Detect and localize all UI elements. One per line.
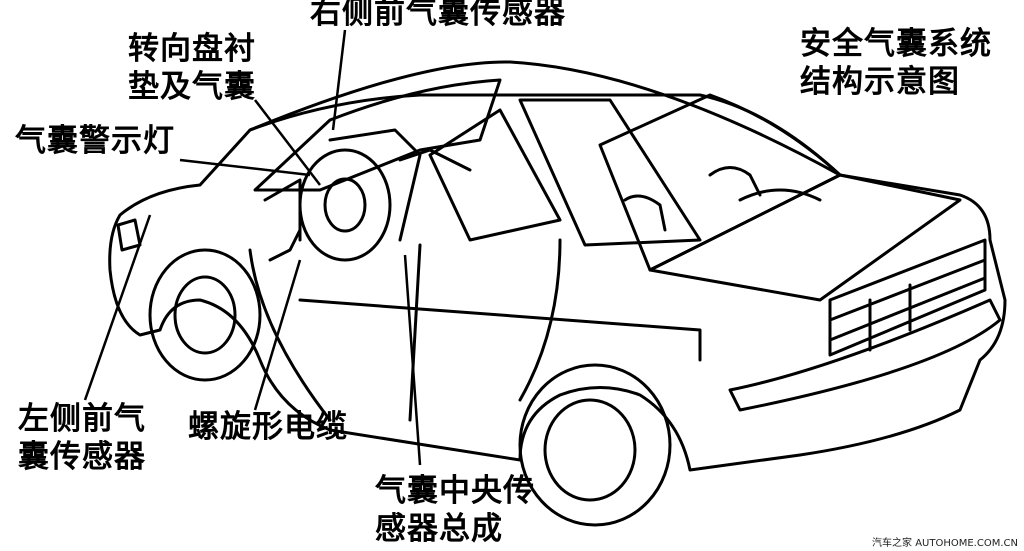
leader-warning-lamp [179, 158, 311, 177]
label-right-front-sensor: 右侧前气囊传感器 [310, 0, 566, 31]
rear-bumper [728, 298, 1002, 412]
leader-spiral-cable [253, 259, 302, 411]
roof-line [248, 93, 842, 177]
trunk-lid [648, 173, 962, 302]
label-steering-pad: 转向盘衬 垫及气囊 [128, 31, 256, 105]
car-body-outline [108, 60, 1007, 472]
front-side-window [428, 108, 562, 242]
leader-left-front-sensor [83, 214, 152, 401]
steering-wheel [298, 148, 392, 262]
label-warning-lamp: 气囊警示灯 [15, 123, 175, 159]
leader-steering-pad [254, 99, 321, 186]
rear-side-window [518, 98, 702, 247]
leader-right-front-sensor [331, 29, 347, 131]
label-center-sensor: 气囊中央传 感器总成 [375, 473, 535, 547]
rear-seat [623, 166, 822, 232]
headlight [116, 218, 142, 252]
title: 安全气囊系统 结构示意图 [800, 26, 992, 100]
watermark: 汽车之家 AUTOHOME.COM.CN [872, 538, 1018, 549]
tail-light [828, 238, 987, 357]
door-lines [248, 238, 702, 422]
rear-wheel [518, 363, 672, 527]
label-left-front-sensor: 左侧前气 囊传感器 [18, 401, 146, 475]
leader-center-sensor [403, 254, 422, 466]
label-spiral-cable: 螺旋形电缆 [188, 409, 348, 445]
windshield [253, 78, 502, 192]
front-wheel [148, 248, 262, 382]
